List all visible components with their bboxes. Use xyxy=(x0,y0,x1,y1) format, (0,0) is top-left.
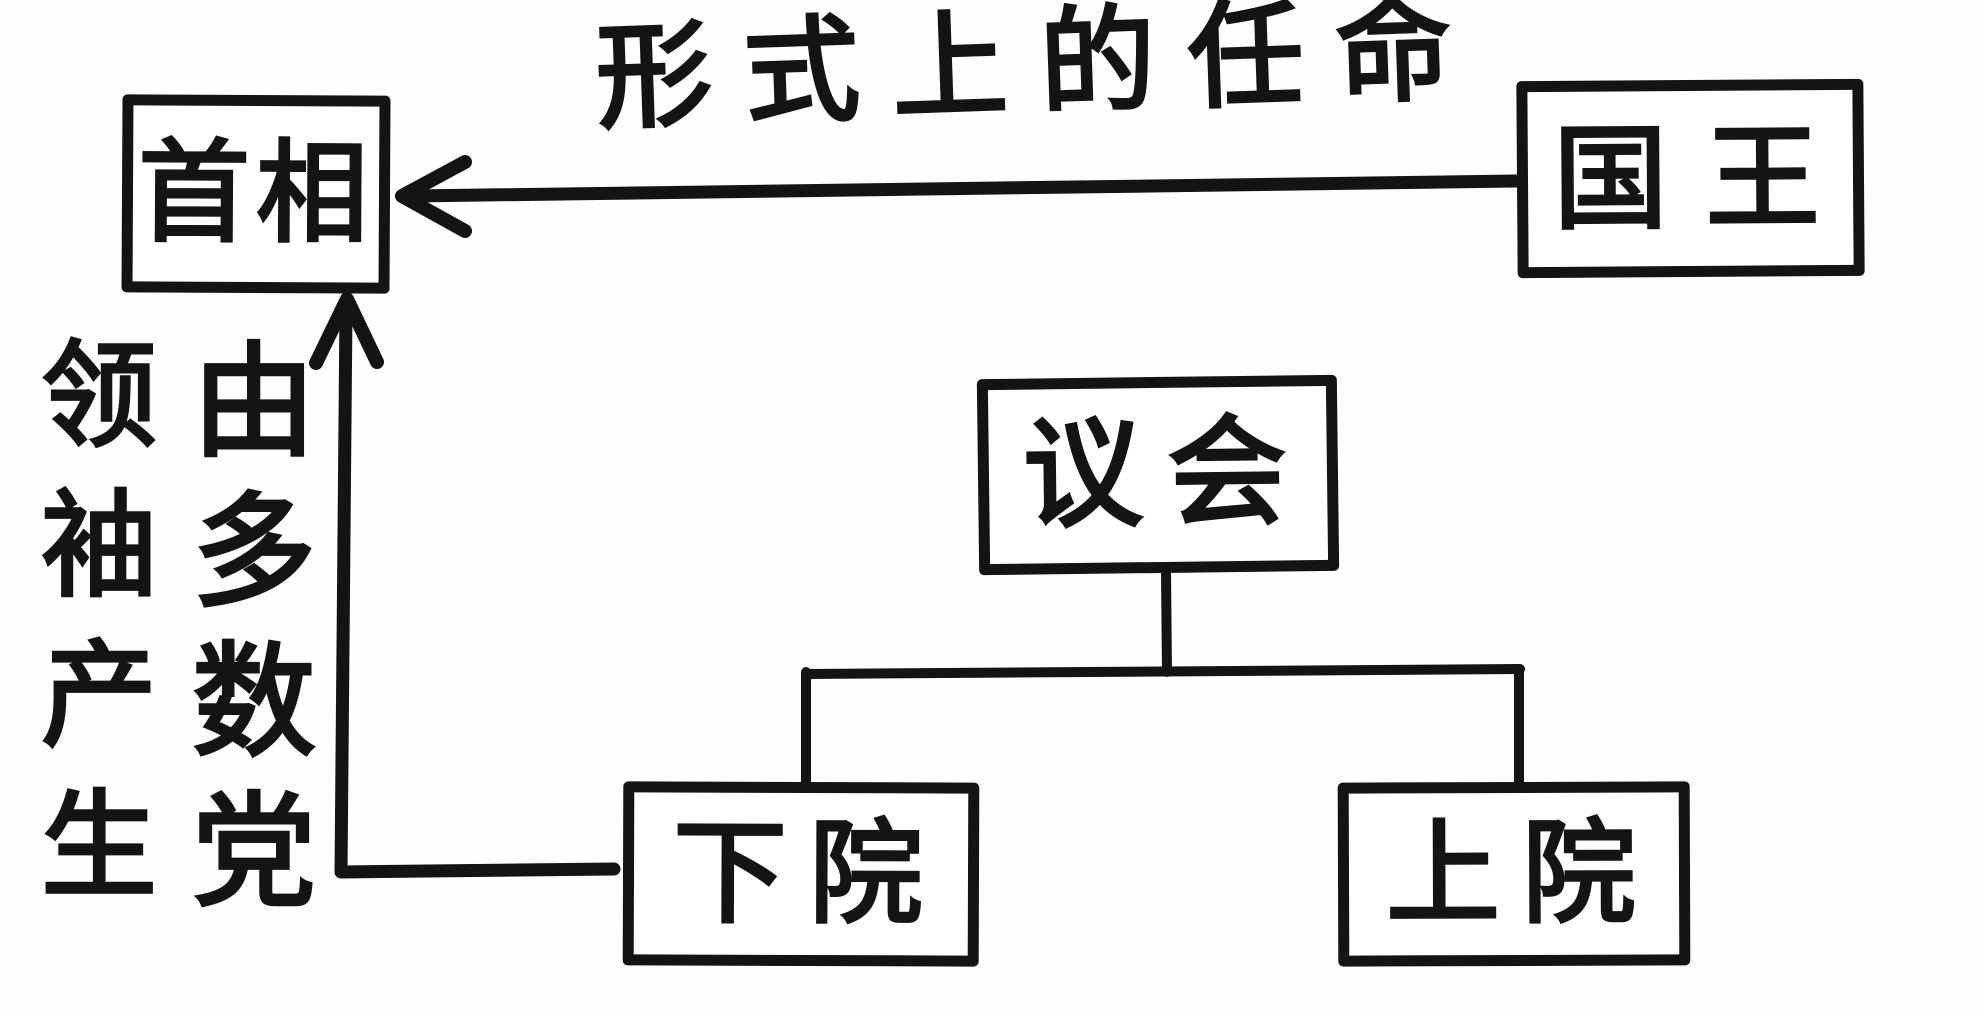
node-lower-house: 下院 xyxy=(622,781,980,967)
arrow-king-to-pm-shaft xyxy=(405,174,1524,203)
node-parliament: 议会 xyxy=(976,374,1340,576)
node-king-label: 国王 xyxy=(1553,110,1858,246)
node-parliament-label: 议会 xyxy=(1022,403,1312,546)
node-upper-house-label: 上院 xyxy=(1385,806,1659,941)
arrow-lowerhouse-to-pm-head xyxy=(309,292,384,370)
arrow-lowerhouse-to-pm-shaft xyxy=(334,301,621,879)
connector-parliament-stem xyxy=(1161,567,1172,677)
label-majority-party-column-right: 由多数党 xyxy=(170,336,314,936)
connector-houses-bar xyxy=(801,664,1525,679)
label-majority-party-column-left: 领袖产生 xyxy=(21,334,156,934)
node-prime-minister-label: 首相 xyxy=(137,128,375,260)
node-king: 国王 xyxy=(1516,78,1865,279)
node-lower-house-label: 下院 xyxy=(672,806,946,941)
node-upper-house: 上院 xyxy=(1337,781,1691,967)
node-prime-minister: 首相 xyxy=(121,94,391,294)
label-formal-appointment: 形式上的任命 xyxy=(593,0,1486,147)
arrow-king-to-pm-head xyxy=(395,155,472,238)
